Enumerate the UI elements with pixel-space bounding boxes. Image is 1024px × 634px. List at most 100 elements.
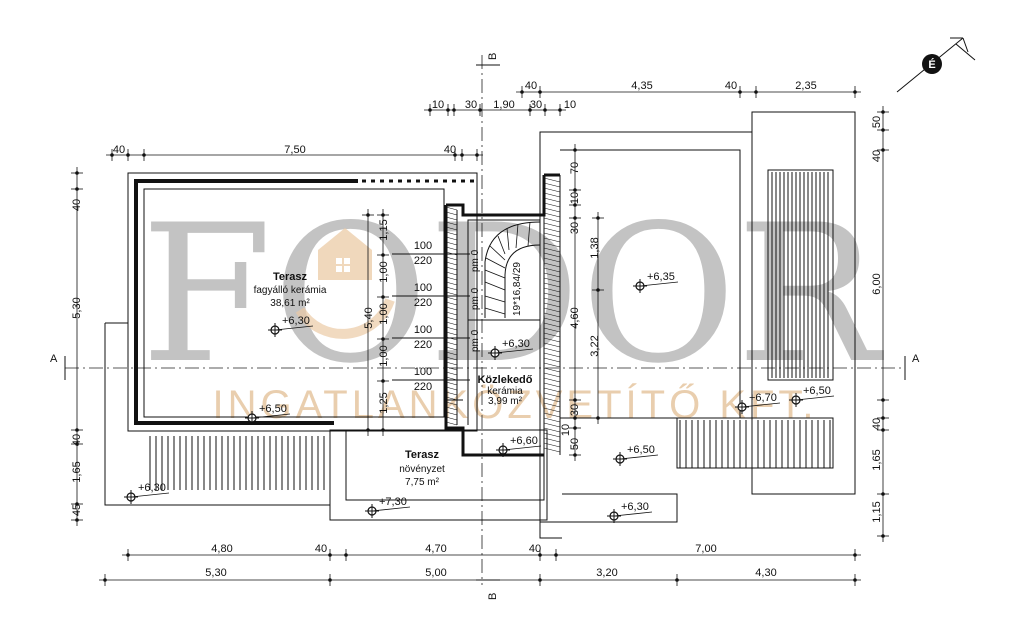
dim-left-5: 45 — [71, 504, 83, 516]
wall-hatch — [543, 262, 561, 268]
wall-hatch — [543, 267, 561, 273]
terrace-green-area: 7,75 m² — [405, 477, 440, 488]
wall-hatch — [543, 352, 561, 358]
dim-int-11: 4,60 — [569, 307, 581, 328]
north-arrow-icon: É — [896, 37, 976, 93]
window-height-2: 220 — [414, 297, 432, 309]
wall-hatch — [445, 256, 458, 261]
dim-int-13: 30 — [569, 404, 581, 416]
dim-int-15: 50 — [569, 438, 581, 450]
wall-hatch — [543, 317, 561, 323]
wall-hatch — [445, 351, 458, 356]
wall-hatch — [445, 296, 458, 301]
stair-step — [489, 245, 506, 261]
wall-hatch — [543, 207, 561, 213]
wall-hatch — [543, 182, 561, 188]
dim-top-12: 40 — [444, 144, 456, 156]
window-dims: 100 220 100 220 100 220 100 220 pm 0 pm … — [392, 240, 481, 393]
level-value: +6,70 — [749, 392, 777, 404]
wall-hatch — [543, 412, 561, 418]
window-width-4: 100 — [414, 366, 432, 378]
stair-step — [485, 257, 506, 269]
wall-hatch — [445, 411, 458, 416]
level-marker: +6,60 — [496, 435, 542, 457]
wall-hatch — [543, 212, 561, 218]
dim-right-4: 40 — [871, 418, 883, 430]
dim-right-3: 6,00 — [871, 273, 883, 294]
window-height-1: 220 — [414, 255, 432, 267]
dimension-texts: 40 4,35 40 2,35 10 30 1,90 30 10 40 7,50… — [71, 80, 883, 579]
stair-label: 19*16,84/29 — [512, 262, 523, 316]
wall-hatch — [543, 342, 561, 348]
dim-bottom-5: 7,00 — [695, 543, 716, 555]
dim-right-5: 1,65 — [871, 449, 883, 470]
level-value: +6,35 — [647, 271, 675, 283]
level-value: +6,50 — [259, 403, 287, 415]
terrace-big — [127, 172, 478, 432]
wall-hatch — [543, 357, 561, 363]
wall-hatch — [543, 292, 561, 298]
corridor: 19*16,84/29 Közlekedő kerámia 3,99 m² — [444, 173, 561, 457]
corridor-area: 3,99 m² — [488, 396, 523, 407]
wall-hatch — [445, 416, 458, 421]
dim-left-3: 40 — [71, 434, 83, 446]
level-value: +6,50 — [627, 444, 655, 456]
terrace-big-finish: fagyálló kerámia — [254, 285, 327, 296]
wall-hatch — [543, 402, 561, 408]
dim-int-10: 1,38 — [589, 237, 601, 258]
wall-hatch — [445, 311, 458, 316]
pm-label-2: pm 0 — [470, 287, 481, 310]
wall-hatch — [445, 281, 458, 286]
corridor-finish: kerámia — [487, 386, 523, 397]
wall-hatch — [445, 366, 458, 371]
wall-hatch — [543, 222, 561, 228]
wall-hatch — [445, 386, 458, 391]
wall-hatch — [445, 346, 458, 351]
terrace-green-finish: növényzet — [399, 464, 445, 475]
level-value: +6,30 — [621, 501, 649, 513]
wall-hatch — [543, 377, 561, 383]
wall-hatch — [543, 307, 561, 313]
dim-top-11: 7,50 — [284, 144, 305, 156]
dim-top-8: 30 — [530, 99, 542, 111]
wall-hatch — [543, 272, 561, 278]
wall-hatch — [543, 277, 561, 283]
section-mark-b-bottom: B — [487, 593, 499, 600]
wall-hatch — [445, 241, 458, 246]
dim-top-3: 40 — [725, 80, 737, 92]
dim-int-12: 3,22 — [589, 335, 601, 356]
level-marker: +6,50 — [613, 444, 659, 466]
level-marker: +6,50 — [789, 385, 835, 407]
section-mark-b-top: B — [487, 53, 499, 60]
wall-hatch — [543, 257, 561, 263]
stair-step — [506, 227, 510, 251]
level-marker: +6,30 — [607, 501, 653, 523]
wall-hatch — [445, 236, 458, 241]
wall-hatch — [543, 177, 561, 183]
dim-int-9: 30 — [569, 222, 581, 234]
stair-step — [484, 295, 506, 303]
wall-hatch — [543, 232, 561, 238]
wall-hatch — [543, 247, 561, 253]
dim-bottom-7: 5,00 — [425, 567, 446, 579]
wall-hatch — [543, 227, 561, 233]
dim-left-1: 40 — [71, 199, 83, 211]
dim-bottom-8: 3,20 — [596, 567, 617, 579]
wall-hatch — [543, 422, 561, 428]
dim-bottom-1: 4,80 — [211, 543, 232, 555]
wall-hatch — [445, 391, 458, 396]
wall-hatch — [543, 372, 561, 378]
wall-hatch — [543, 312, 561, 318]
wall-hatch — [543, 392, 561, 398]
window-width-3: 100 — [414, 324, 432, 336]
wall-hatch — [445, 291, 458, 296]
terrace-green — [329, 429, 548, 521]
right-block — [539, 111, 856, 539]
wall-hatch — [445, 276, 458, 281]
wall-hatch — [543, 217, 561, 223]
wall-hatch — [543, 252, 561, 258]
wall-hatch — [543, 347, 561, 353]
wall-hatch — [445, 301, 458, 306]
level-value: +6,30 — [282, 315, 310, 327]
